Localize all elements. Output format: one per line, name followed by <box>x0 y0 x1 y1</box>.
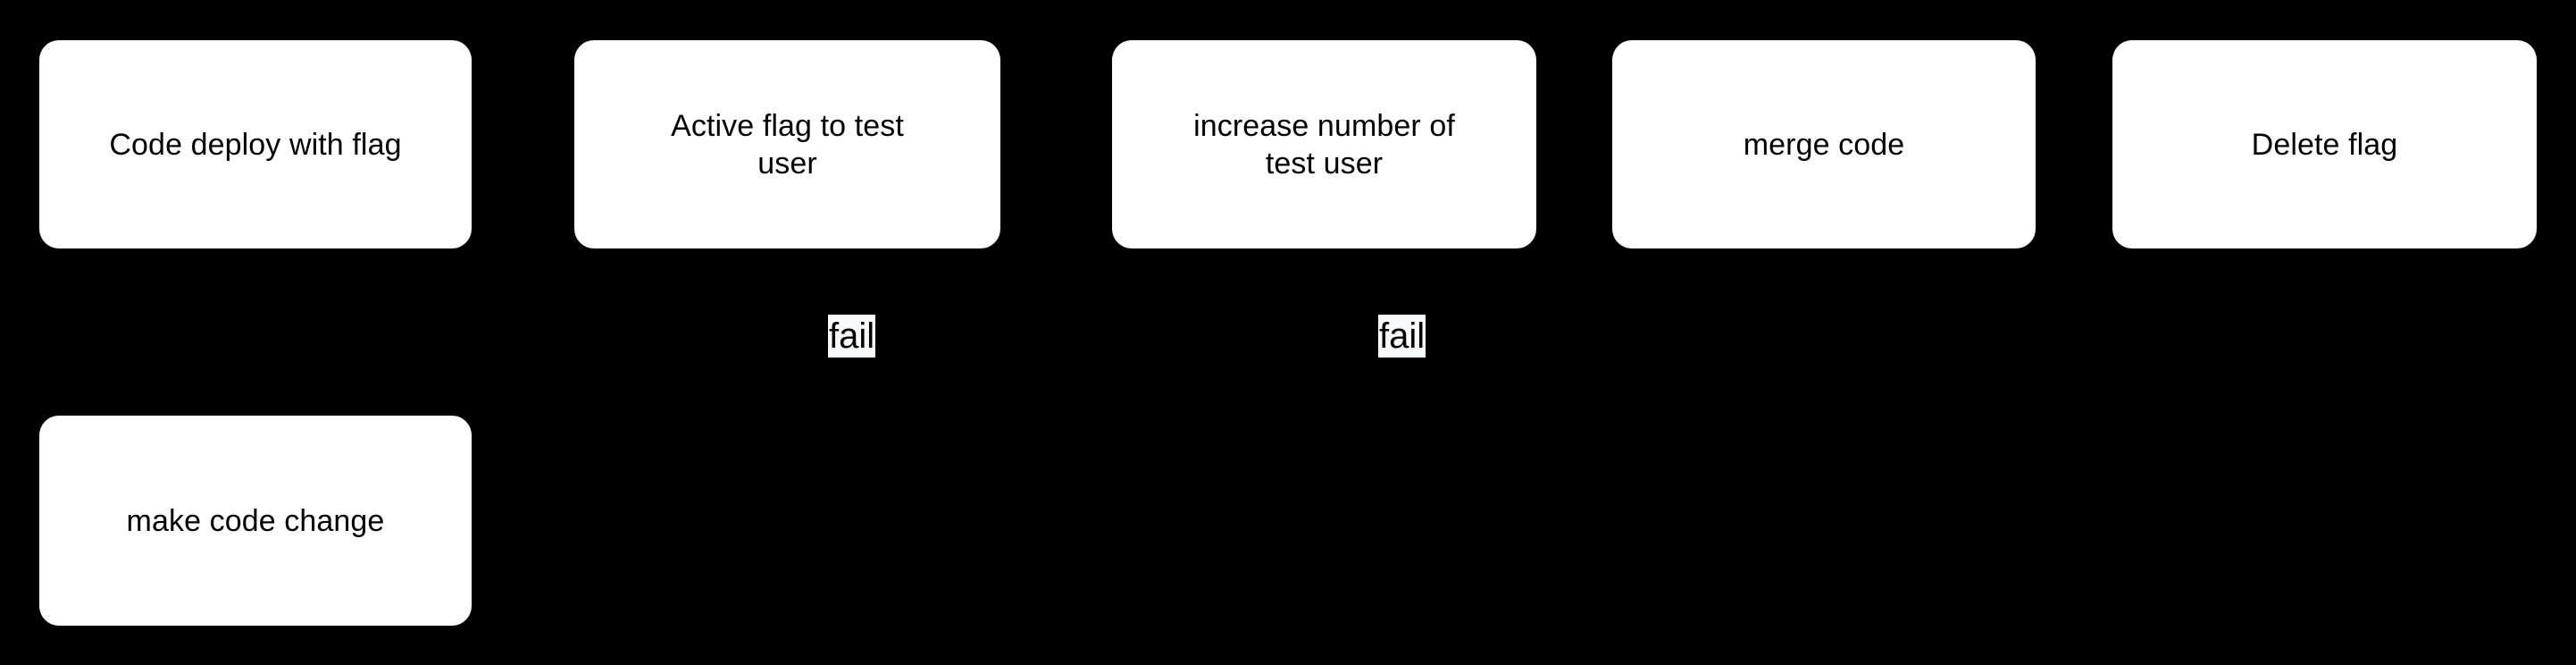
edge-label-fail-1: fail <box>828 315 876 358</box>
node-make-code-change[interactable]: make code change <box>39 416 472 626</box>
node-merge-code[interactable]: merge code <box>1612 40 2036 248</box>
node-label: Active flag to test user <box>671 108 904 181</box>
node-delete-flag[interactable]: Delete flag <box>2112 40 2537 248</box>
edge-label-fail-2: fail <box>1378 315 1426 358</box>
node-label: make code change <box>126 503 385 538</box>
node-label: merge code <box>1743 127 1905 162</box>
node-label: increase number of test user <box>1193 108 1455 181</box>
node-label: Code deploy with flag <box>109 127 402 162</box>
node-increase-number-of-test-user[interactable]: increase number of test user <box>1112 40 1536 248</box>
node-code-deploy-with-flag[interactable]: Code deploy with flag <box>39 40 472 248</box>
node-label: Delete flag <box>2251 127 2398 162</box>
node-active-flag-to-test-user[interactable]: Active flag to test user <box>574 40 1000 248</box>
